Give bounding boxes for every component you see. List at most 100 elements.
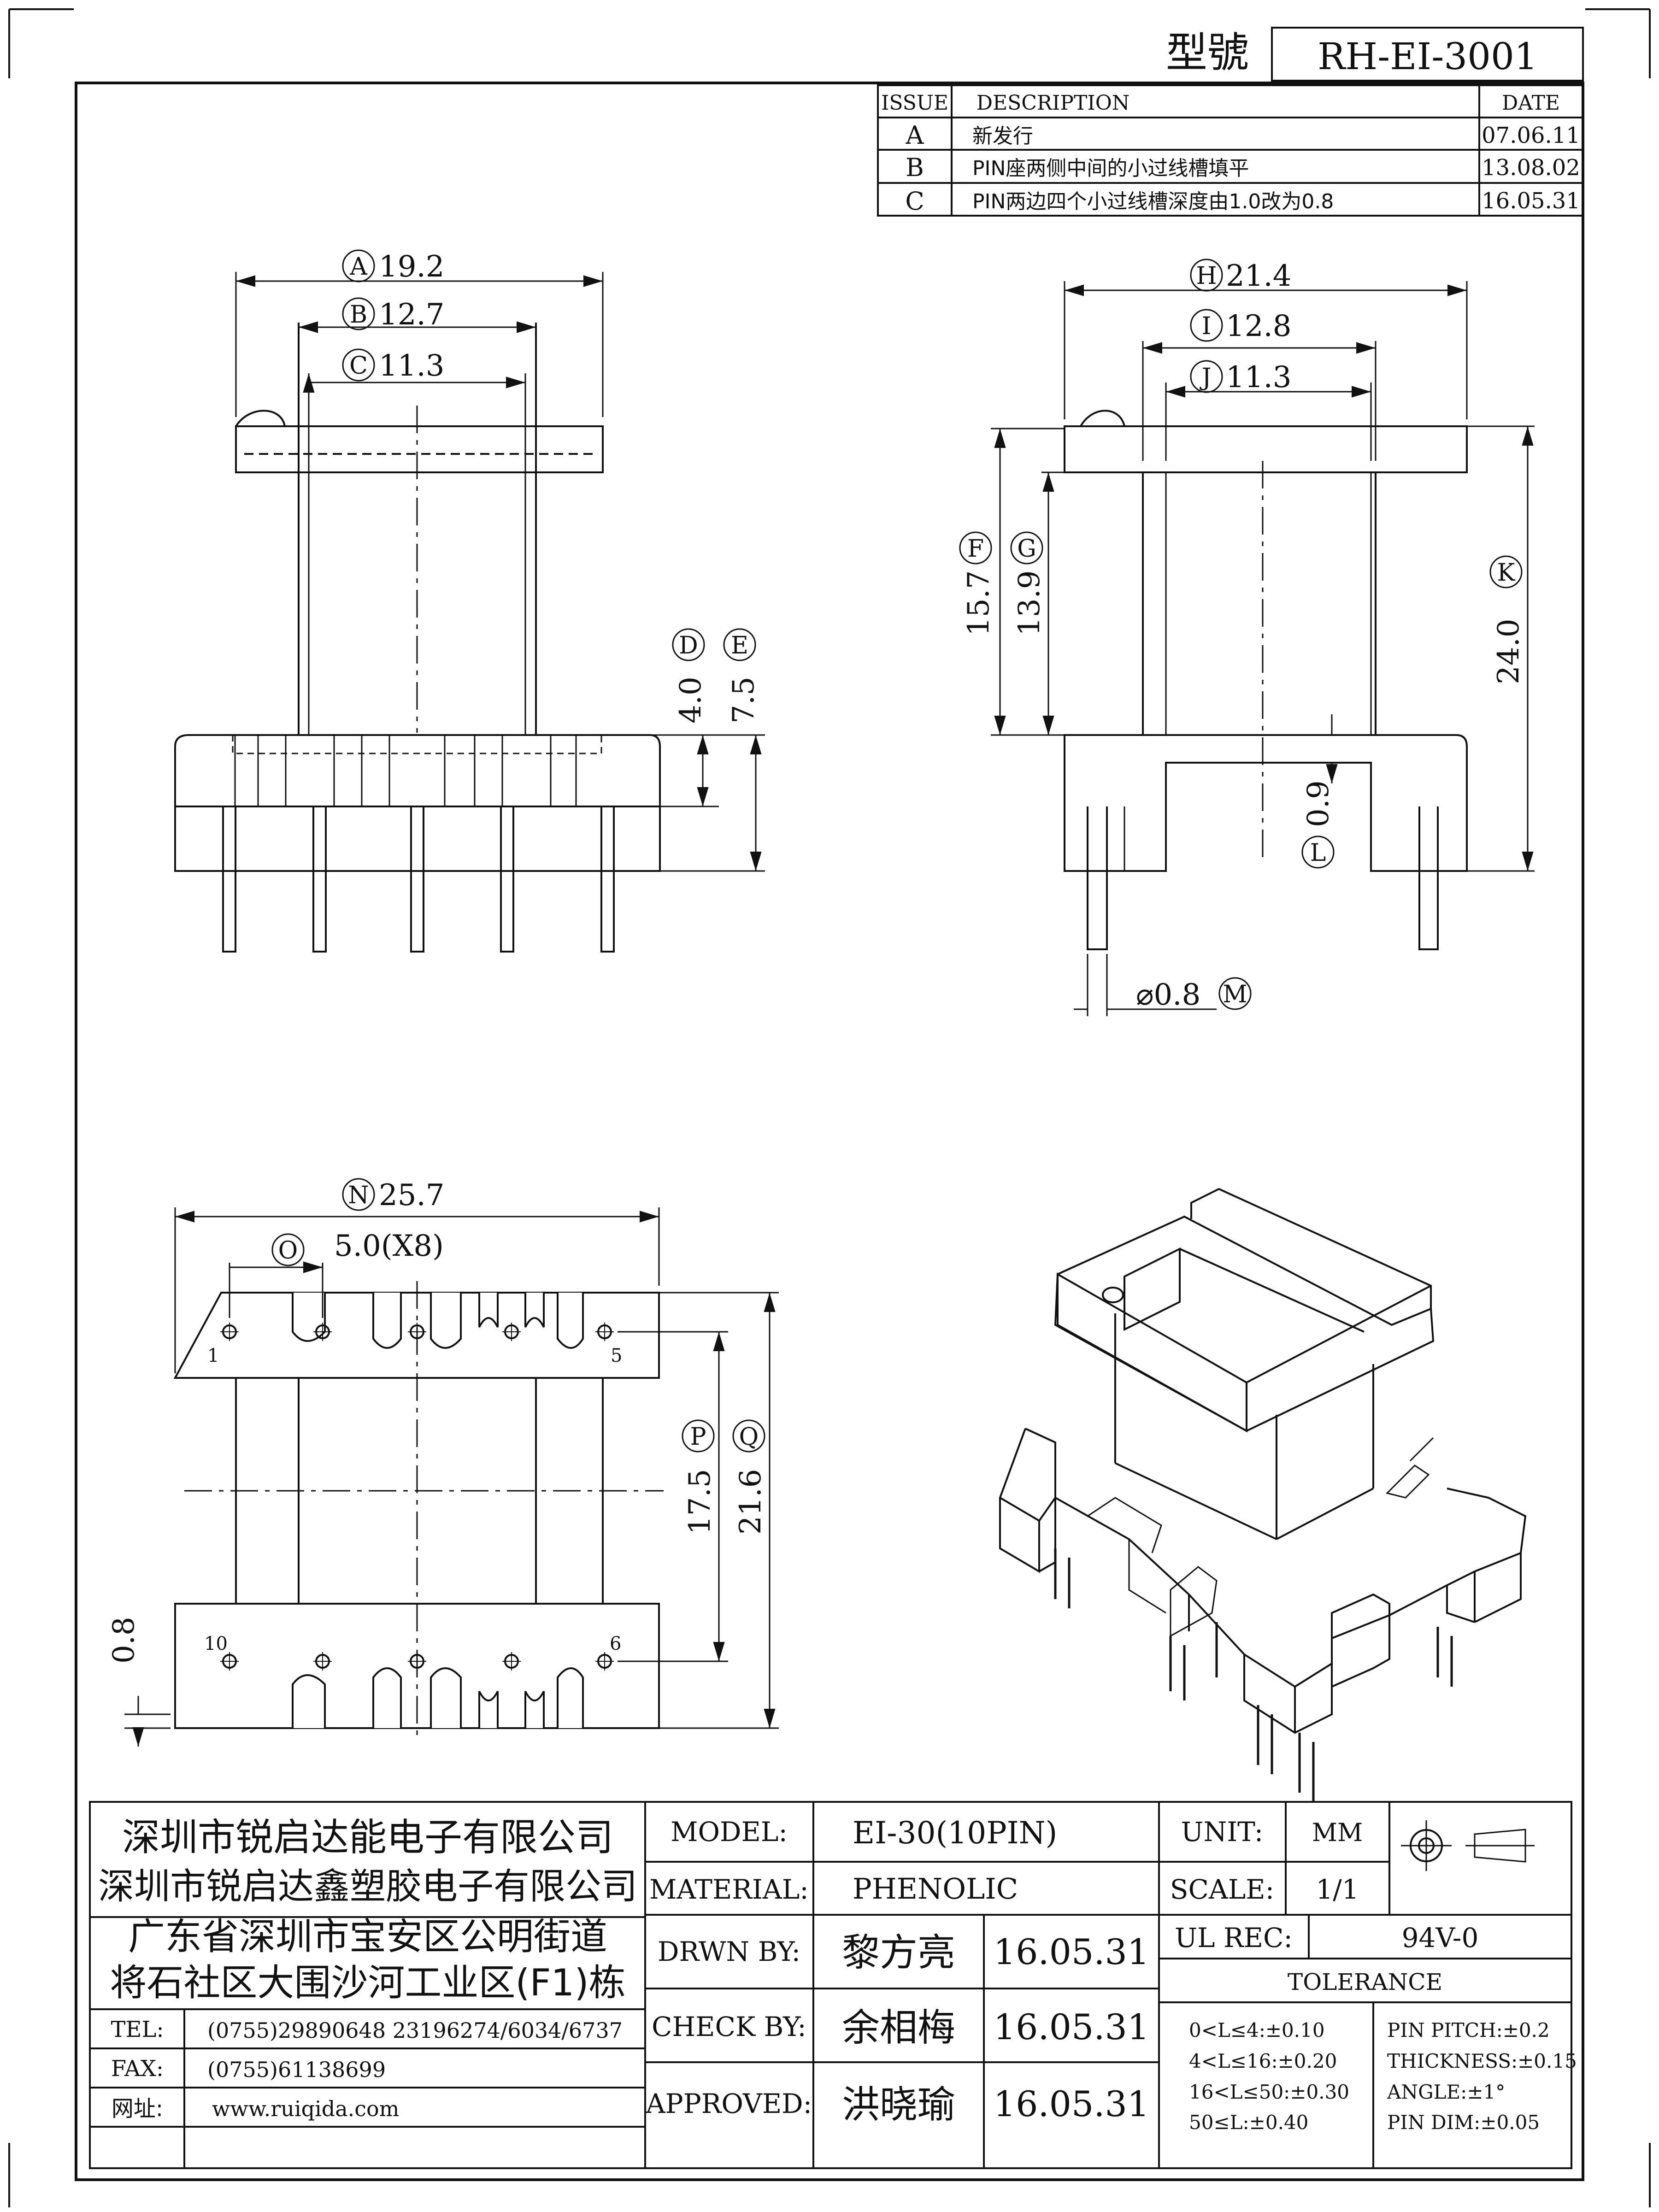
tolerance-row: 16<L≤50:±0.30 xyxy=(1189,2081,1349,2103)
dim-l-value: 0.9 xyxy=(1301,780,1335,827)
dim-e-value: 7.5 xyxy=(727,677,761,724)
company-line-4: 将石社区大围沙河工业区(F1)栋 xyxy=(110,1961,625,2004)
dim-m-circle xyxy=(1218,977,1252,1010)
dim-d-letter: D xyxy=(679,632,698,659)
material-field-label: MATERIAL: xyxy=(649,1874,809,1905)
revision-date: 13.08.02 xyxy=(1482,155,1580,181)
dim-i-value: 12.8 xyxy=(1226,309,1292,343)
approved-by-name: 洪晓瑜 xyxy=(842,2083,955,2127)
revision-issue: B xyxy=(906,153,924,182)
tel-value: (0755)29890648 23196274/6034/6737 xyxy=(207,2018,623,2043)
drawn-date: 16.05.31 xyxy=(994,1931,1149,1972)
revision-description: 新发行 xyxy=(972,124,1033,148)
unit-value: MM xyxy=(1312,1818,1363,1847)
fax-value: (0755)61138699 xyxy=(207,2057,386,2082)
check-date: 16.05.31 xyxy=(994,2006,1149,2047)
revision-col-date: DATE xyxy=(1502,91,1560,115)
model-field-value: EI-30(10PIN) xyxy=(853,1815,1057,1851)
revision-date: 07.06.11 xyxy=(1482,123,1580,148)
dim-l-letter: L xyxy=(1310,839,1326,867)
tolerance-row-2: ANGLE:±1° xyxy=(1387,2081,1505,2103)
dim-k-value: 24.0 xyxy=(1492,619,1526,685)
dim-n-letter: N xyxy=(348,1182,369,1209)
dim-c-circle xyxy=(342,348,375,382)
pin-number-10: 10 xyxy=(204,1633,228,1654)
dim-e-letter: E xyxy=(731,632,748,659)
approved-date: 16.05.31 xyxy=(994,2083,1149,2124)
pin-number-6: 6 xyxy=(610,1633,621,1654)
dim-i-letter: I xyxy=(1202,312,1212,340)
dim-c-value: 11.3 xyxy=(379,349,445,383)
dim-n-circle xyxy=(342,1178,375,1211)
drawing-border xyxy=(75,82,1584,2181)
dim-b-letter: B xyxy=(350,301,367,329)
dim-m-letter: M xyxy=(1223,981,1247,1008)
dim-g-value: 13.9 xyxy=(1012,571,1047,636)
web-value: www.ruiqida.com xyxy=(212,2096,399,2121)
dim-b-circle xyxy=(342,297,375,330)
revision-col-issue: ISSUE xyxy=(881,91,948,115)
revision-description: PIN两边四个小过线槽深度由1.0改为0.8 xyxy=(972,190,1334,213)
tel-label: TEL: xyxy=(111,2017,164,2042)
dim-f-circle xyxy=(959,531,992,565)
dim-d-value: 4.0 xyxy=(674,677,708,724)
dim-h-circle xyxy=(1190,259,1223,292)
dim-j-circle xyxy=(1190,360,1223,393)
dim-o-circle xyxy=(271,1233,305,1266)
dim-a-value: 19.2 xyxy=(379,250,445,284)
approved-by-label: APPROVED: xyxy=(646,2088,812,2119)
dim-h-letter: H xyxy=(1196,262,1217,290)
model-number-box xyxy=(1271,27,1584,82)
dim-q-value: 21.6 xyxy=(734,1469,768,1535)
company-line-3: 广东省深圳市宝安区公明街道 xyxy=(128,1915,607,1958)
dim-a-circle xyxy=(342,249,375,282)
dim-a-letter: A xyxy=(349,253,368,281)
unit-label: UNIT: xyxy=(1181,1816,1264,1847)
dim-m-value: ⌀0.8 xyxy=(1136,978,1200,1012)
material-field-value: PHENOLIC xyxy=(853,1872,1018,1906)
dim-o-letter: O xyxy=(278,1237,298,1265)
dim-l-circle xyxy=(1301,835,1335,869)
pin-number-5: 5 xyxy=(611,1345,622,1366)
dim-n-value: 25.7 xyxy=(379,1178,445,1212)
dim-p-circle xyxy=(682,1419,715,1453)
model-label: 型號 xyxy=(1166,29,1249,77)
dim-b-value: 12.7 xyxy=(379,298,445,332)
tolerance-title: TOLERANCE xyxy=(1288,1969,1442,1995)
dim-o-value: 5.0(X8) xyxy=(334,1229,444,1263)
model-field-label: MODEL: xyxy=(671,1816,788,1847)
dim-f-letter: F xyxy=(967,535,984,563)
company-line-1: 深圳市锐启达能电子有限公司 xyxy=(122,1816,613,1859)
check-by-label: CHECK BY: xyxy=(652,2011,806,2042)
title-block xyxy=(89,1801,1572,2169)
drawn-by-name: 黎方亮 xyxy=(842,1931,955,1975)
dim-k-letter: K xyxy=(1497,559,1516,587)
scale-value: 1/1 xyxy=(1316,1874,1359,1905)
tolerance-row-2: PIN PITCH:±0.2 xyxy=(1387,2019,1550,2041)
revision-description: PIN座两侧中间的小过线槽填平 xyxy=(972,157,1249,180)
revision-date: 16.05.31 xyxy=(1482,188,1580,214)
dim-d-circle xyxy=(672,628,705,661)
ul-value: 94V-0 xyxy=(1402,1922,1479,1953)
ul-label: UL REC: xyxy=(1175,1922,1293,1953)
corner-marks xyxy=(8,8,1651,2207)
dim-f-value: 15.7 xyxy=(962,571,996,636)
drawn-by-label: DRWN BY: xyxy=(658,1936,800,1967)
tolerance-row: 50≤L:±0.40 xyxy=(1189,2111,1308,2134)
dim-j-letter: J xyxy=(1200,364,1212,391)
dim-i-circle xyxy=(1190,309,1223,342)
dim-q-circle xyxy=(732,1419,765,1453)
dim-bottom-gap: 0.8 xyxy=(107,1617,141,1664)
dim-c-letter: C xyxy=(349,352,368,380)
dim-p-letter: P xyxy=(690,1423,706,1451)
dim-e-circle xyxy=(723,628,756,661)
revision-issue: C xyxy=(905,187,924,216)
dim-k-circle xyxy=(1489,555,1523,588)
tolerance-row-2: THICKNESS:±0.15 xyxy=(1387,2050,1577,2072)
revision-col-description: DESCRIPTION xyxy=(977,91,1130,115)
dim-p-value: 17.5 xyxy=(683,1469,717,1535)
pin-number-1: 1 xyxy=(207,1345,219,1366)
web-label: 网址: xyxy=(112,2096,163,2122)
side-view xyxy=(991,281,1535,1016)
